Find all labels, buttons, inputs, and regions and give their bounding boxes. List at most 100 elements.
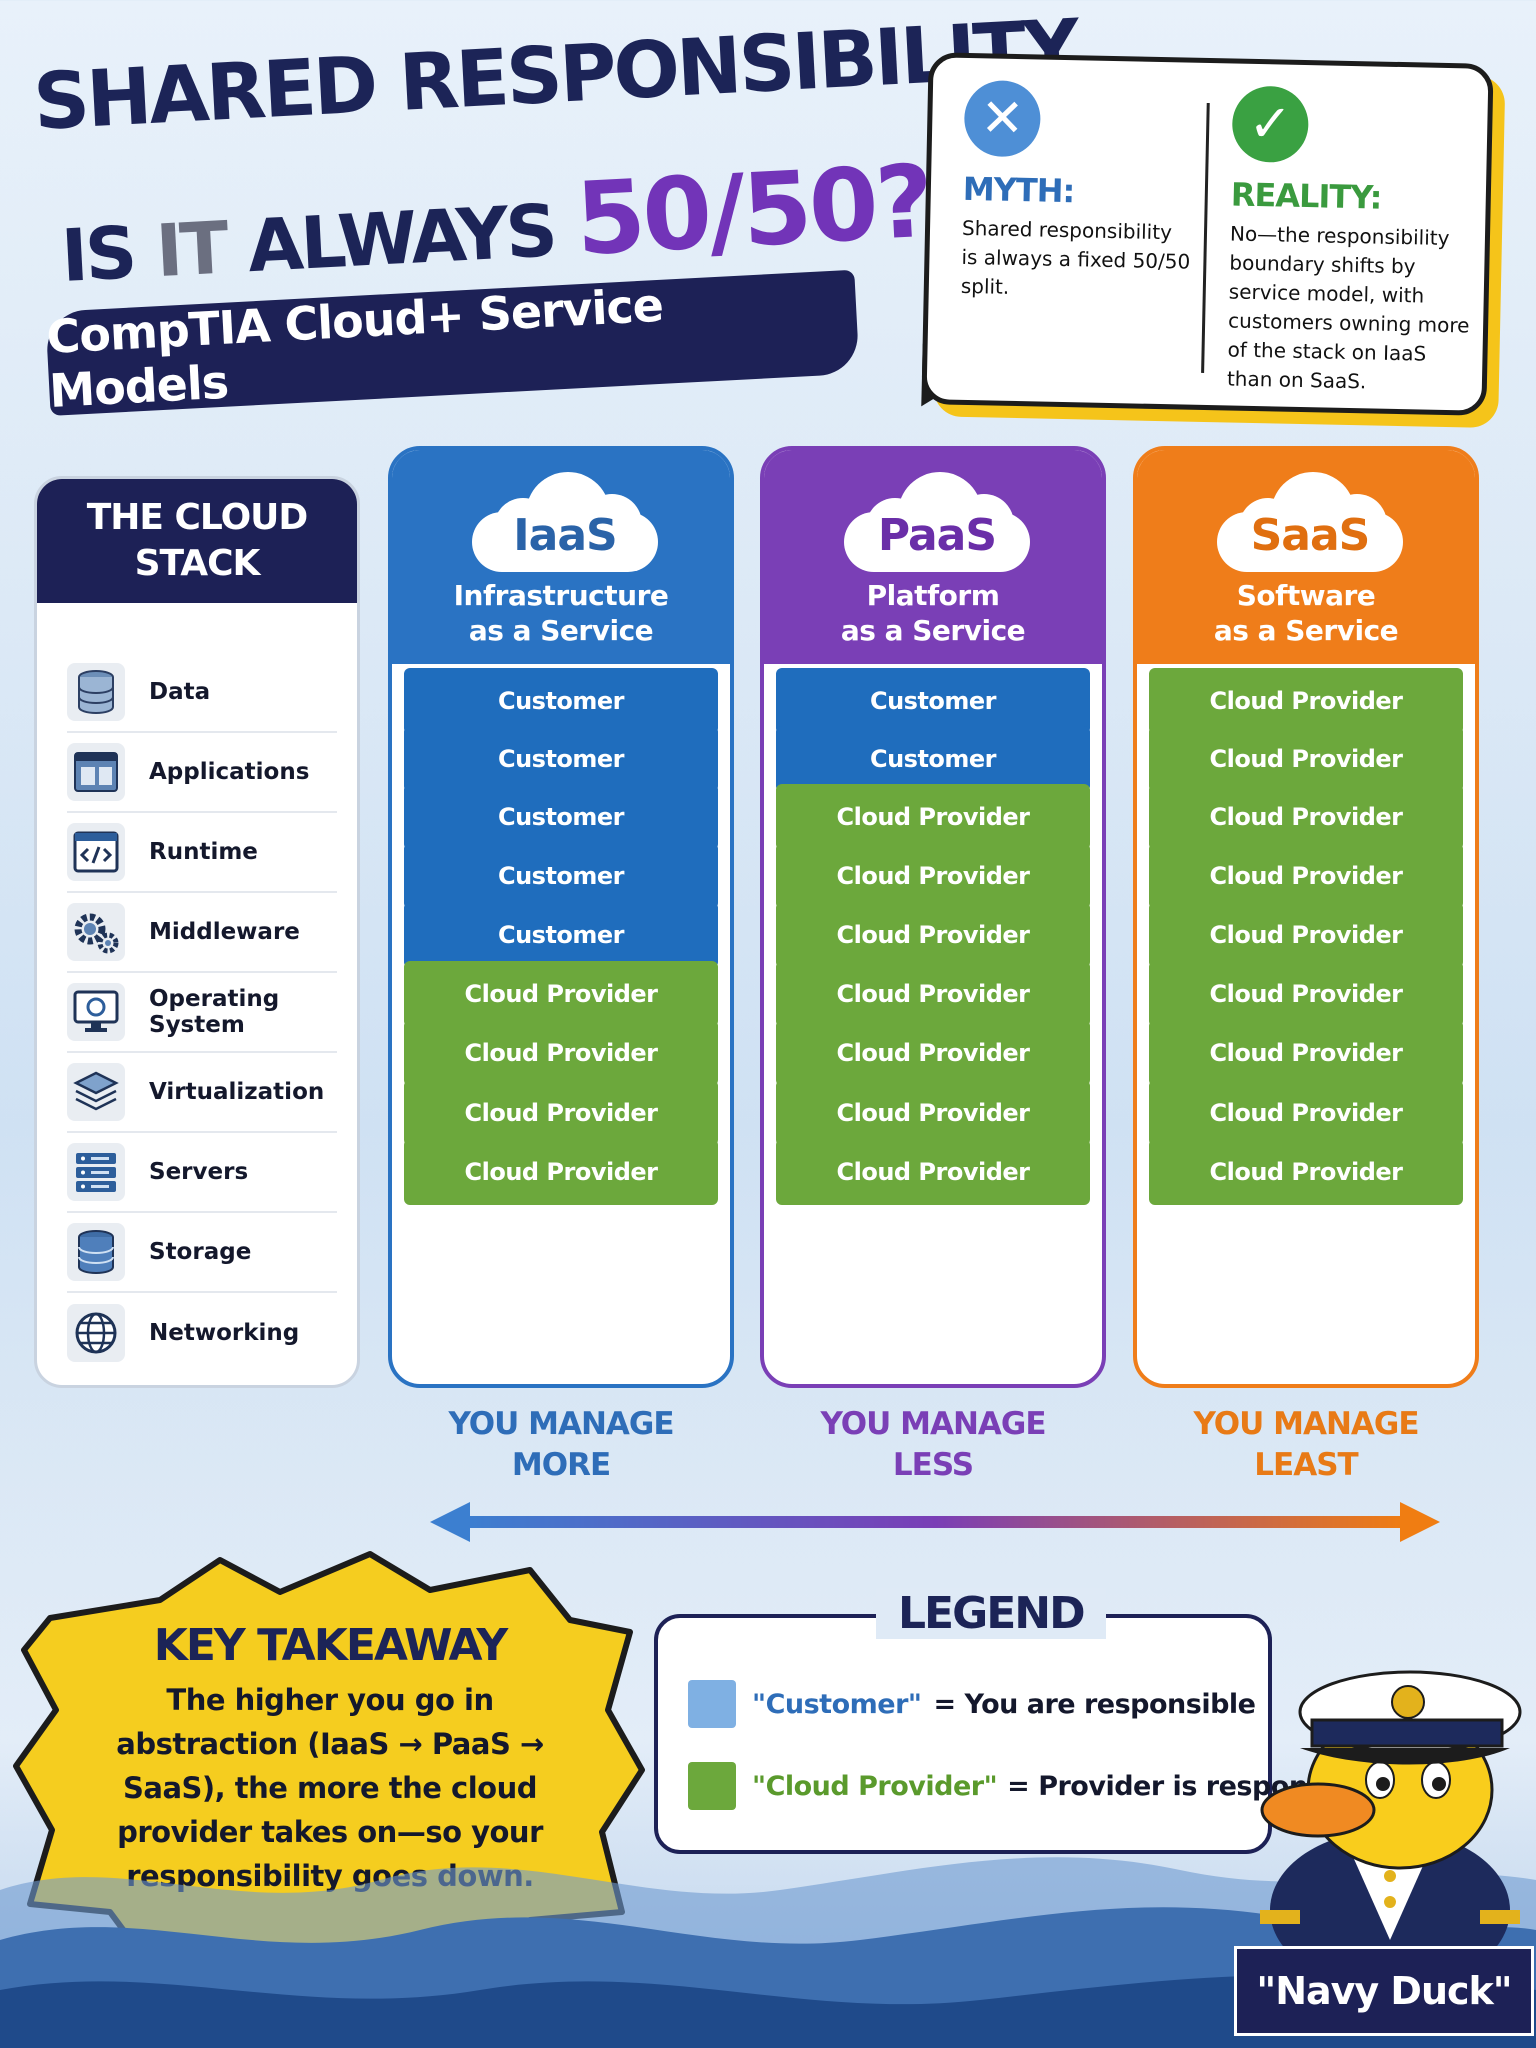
legend-key-provider: "Cloud Provider" bbox=[752, 1770, 998, 1802]
responsibility-cell-provider: Cloud Provider bbox=[1149, 961, 1463, 1027]
responsibility-cell-customer: Customer bbox=[776, 726, 1090, 792]
service-model-description-line-1: Infrastructure bbox=[453, 579, 669, 612]
stack-layer-networking: Networking bbox=[67, 1293, 337, 1373]
stack-layer-middleware: Middleware bbox=[67, 893, 337, 973]
title-word-it: IT bbox=[153, 205, 229, 294]
column-header: SaaS Software as a Service bbox=[1137, 450, 1475, 664]
column-iaas: IaaS Infrastructure as a Service Custome… bbox=[388, 446, 734, 1388]
title-ratio: 50/50? bbox=[572, 142, 934, 279]
manage-label-line-1: YOU MANAGE bbox=[448, 1406, 674, 1442]
legend-desc-customer: = You are responsible bbox=[933, 1688, 1256, 1720]
code-icon bbox=[67, 823, 125, 881]
manage-label-line-2: LEAST bbox=[1254, 1447, 1358, 1483]
myth-heading: MYTH: bbox=[962, 169, 1075, 211]
manage-label-line-2: LESS bbox=[892, 1447, 974, 1483]
responsibility-cell-customer: Customer bbox=[404, 902, 718, 968]
navy-duck-label: "Navy Duck" bbox=[1234, 1946, 1534, 2036]
bubble-divider bbox=[1201, 102, 1210, 373]
service-model-name: PaaS bbox=[877, 510, 997, 561]
responsibility-cell-provider: Cloud Provider bbox=[1149, 902, 1463, 968]
responsibility-cell-provider: Cloud Provider bbox=[404, 961, 718, 1027]
monitor-icon bbox=[67, 983, 125, 1041]
cloud-badge: PaaS bbox=[844, 472, 1030, 572]
service-model-name: SaaS bbox=[1250, 510, 1371, 561]
cloud-stack-heading: THE CLOUD STACK bbox=[37, 479, 357, 603]
manage-label-line-2: MORE bbox=[511, 1447, 611, 1483]
responsibility-cell-provider: Cloud Provider bbox=[1149, 668, 1463, 734]
service-model-description-line-2: as a Service bbox=[1213, 614, 1399, 647]
gears-icon bbox=[67, 903, 125, 961]
application-icon bbox=[67, 743, 125, 801]
service-model-description-line-2: as a Service bbox=[840, 614, 1026, 647]
responsibility-cell-provider: Cloud Provider bbox=[1149, 1080, 1463, 1146]
provider-swatch bbox=[688, 1762, 736, 1810]
stack-layer-servers: Servers bbox=[67, 1133, 337, 1213]
key-takeaway-text: The higher you go in abstraction (IaaS →… bbox=[116, 1683, 544, 1893]
stack-layer-storage: Storage bbox=[67, 1213, 337, 1293]
x-icon: ✕ bbox=[963, 79, 1042, 158]
legend-title: LEGEND bbox=[876, 1588, 1106, 1639]
stack-layer-label: Data bbox=[149, 679, 211, 705]
myth-text: Shared responsibility is always a fixed … bbox=[960, 215, 1191, 299]
responsibility-cell-customer: Customer bbox=[404, 843, 718, 909]
responsibility-cell-provider: Cloud Provider bbox=[404, 1139, 718, 1205]
manage-label-line-1: YOU MANAGE bbox=[1193, 1406, 1419, 1442]
key-takeaway-title: KEY TAKEAWAY bbox=[153, 1620, 508, 1671]
column-header: IaaS Infrastructure as a Service bbox=[392, 450, 730, 664]
responsibility-cell-provider: Cloud Provider bbox=[776, 784, 1090, 850]
responsibility-cell-provider: Cloud Provider bbox=[1149, 726, 1463, 792]
stack-layer-virtualization: Virtualization bbox=[67, 1053, 337, 1133]
stack-layer-runtime: Runtime bbox=[67, 813, 337, 893]
responsibility-cell-provider: Cloud Provider bbox=[404, 1080, 718, 1146]
ocean-waves bbox=[0, 1857, 1536, 2048]
responsibility-cell-provider: Cloud Provider bbox=[776, 961, 1090, 1027]
responsibility-cell-provider: Cloud Provider bbox=[776, 1020, 1090, 1086]
stack-layer-label: Middleware bbox=[149, 919, 300, 945]
cloud-stack-heading-line-2: STACK bbox=[134, 543, 261, 584]
legend-row-customer: "Customer" = You are responsible bbox=[688, 1680, 1256, 1728]
stack-layer-data: Data bbox=[67, 653, 337, 733]
stack-layer-label: Applications bbox=[149, 759, 310, 785]
responsibility-cell-provider: Cloud Provider bbox=[1149, 1139, 1463, 1205]
manage-label-iaas: YOU MANAGE MORE bbox=[388, 1404, 734, 1486]
title-word-is: IS bbox=[59, 209, 159, 299]
responsibility-cell-provider: Cloud Provider bbox=[776, 1080, 1090, 1146]
reality-heading: REALITY: bbox=[1230, 175, 1382, 217]
responsibility-cell-customer: Customer bbox=[404, 784, 718, 850]
stack-layer-label: Storage bbox=[149, 1239, 252, 1265]
service-model-description: Infrastructure as a Service bbox=[392, 578, 730, 648]
column-header: PaaS Platform as a Service bbox=[764, 450, 1102, 664]
server-icon bbox=[67, 1143, 125, 1201]
stack-layer-label: Servers bbox=[149, 1159, 249, 1185]
responsibility-cell-provider: Cloud Provider bbox=[1149, 1020, 1463, 1086]
reality-text: No—the responsibility boundary shifts by… bbox=[1226, 221, 1470, 394]
layers-icon bbox=[67, 1063, 125, 1121]
responsibility-cell-customer: Customer bbox=[404, 668, 718, 734]
legend-key-customer: "Customer" bbox=[752, 1688, 922, 1720]
stack-layer-label: Operating System bbox=[149, 986, 280, 1038]
myth-reality-bubble: ✕ MYTH: Shared responsibility is always … bbox=[921, 52, 1494, 416]
stack-layer-label: Virtualization bbox=[149, 1079, 325, 1105]
service-model-description: Platform as a Service bbox=[764, 578, 1102, 648]
responsibility-cell-provider: Cloud Provider bbox=[776, 1139, 1090, 1205]
customer-swatch bbox=[688, 1680, 736, 1728]
globe-icon bbox=[67, 1304, 125, 1362]
stack-layer-label: Networking bbox=[149, 1320, 300, 1346]
service-model-description-line-1: Platform bbox=[866, 579, 1000, 612]
column-saas: SaaS Software as a Service Cloud Provide… bbox=[1133, 446, 1479, 1388]
navy-duck-mascot bbox=[1260, 1670, 1522, 1970]
cloud-badge: IaaS bbox=[472, 472, 658, 572]
responsibility-cell-provider: Cloud Provider bbox=[776, 843, 1090, 909]
responsibility-cell-provider: Cloud Provider bbox=[1149, 843, 1463, 909]
service-model-description-line-2: as a Service bbox=[468, 614, 654, 647]
manage-label-saas: YOU MANAGE LEAST bbox=[1133, 1404, 1479, 1486]
manage-label-line-1: YOU MANAGE bbox=[820, 1406, 1046, 1442]
title-line-1: SHARED RESPONSIBILITY bbox=[31, 3, 1080, 149]
legend: LEGEND "Customer" = You are responsible … bbox=[654, 1588, 1378, 1854]
responsibility-cell-provider: Cloud Provider bbox=[1149, 784, 1463, 850]
double-arrow-icon bbox=[430, 1502, 1440, 1542]
database-icon bbox=[67, 663, 125, 721]
responsibility-cell-customer: Customer bbox=[776, 668, 1090, 734]
storage-icon bbox=[67, 1223, 125, 1281]
